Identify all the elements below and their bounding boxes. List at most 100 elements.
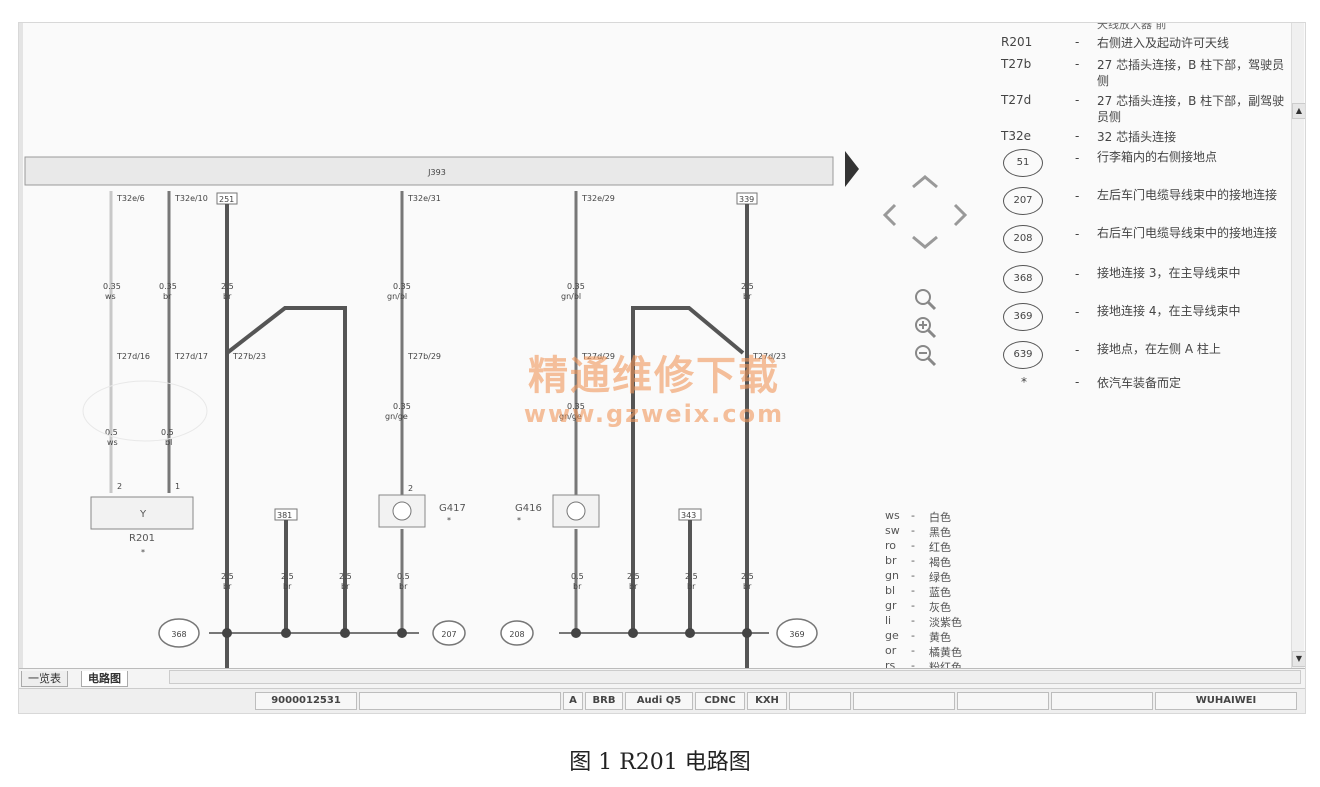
horizontal-scrollbar[interactable] bbox=[169, 670, 1301, 684]
bus-label: J393 bbox=[427, 168, 446, 177]
color-key-row: br-褐色 bbox=[885, 554, 951, 569]
status-doc-number: 9000012531 bbox=[255, 692, 357, 710]
status-empty bbox=[1051, 692, 1153, 710]
svg-text:207: 207 bbox=[441, 630, 456, 639]
legend-cut-top: 天线放大器 前 bbox=[1097, 22, 1167, 31]
tab-circuit-diagram[interactable]: 电路图 bbox=[81, 671, 128, 687]
pan-down-icon[interactable] bbox=[912, 235, 938, 249]
status-empty bbox=[957, 692, 1049, 710]
status-cell: A bbox=[563, 692, 583, 710]
drop-wire-1-size: 2.5 bbox=[281, 572, 294, 581]
wire-6-mid-pin: T27d/23 bbox=[752, 352, 786, 361]
antenna-icon: Y bbox=[139, 509, 147, 520]
tab-overview[interactable]: 一览表 bbox=[21, 671, 68, 687]
status-cell: BRB bbox=[585, 692, 623, 710]
legend-panel: 天线放大器 前 R201 - 右侧进入及起动许可天线 T27b - 27 芯插头… bbox=[1001, 23, 1301, 398]
wire-6-bottom-color: br bbox=[743, 582, 752, 591]
wire-1-bottom-size: 0.5 bbox=[105, 428, 118, 437]
wire-5-mid-color: gn/ge bbox=[559, 412, 582, 421]
wire-4-bottom-color: br bbox=[399, 582, 408, 591]
wire-4-mid-color: gn/ge bbox=[385, 412, 408, 421]
pan-up-icon[interactable] bbox=[912, 175, 938, 189]
wire-5-top-size: 0.35 bbox=[567, 282, 585, 291]
wire-1: T32e/6 0.35 ws T27d/16 0.5 ws 2 bbox=[103, 191, 150, 493]
scroll-right-arrow-icon[interactable] bbox=[845, 151, 859, 187]
wire-4: T32e/31 0.35 gn/bl T27b/29 0.35 gn/ge 0.… bbox=[385, 191, 441, 633]
wire-4-mid-pin: T27b/29 bbox=[407, 352, 441, 361]
wire-6-pin: 339 bbox=[739, 195, 754, 204]
ground-369[interactable]: 369 bbox=[776, 618, 818, 648]
wire-3-top-size: 2.5 bbox=[221, 282, 234, 291]
wire-2-pin: T32e/10 bbox=[174, 194, 208, 203]
color-key-row: li-淡紫色 bbox=[885, 614, 962, 629]
wire-4-pin: T32e/31 bbox=[407, 194, 441, 203]
wire-6-top-color: br bbox=[743, 292, 752, 301]
g417-label: G417 bbox=[439, 503, 466, 514]
wire-5-mid-size: 0.35 bbox=[567, 402, 585, 411]
scroll-down-icon[interactable]: ▼ bbox=[1292, 651, 1305, 667]
zoom-in-icon[interactable] bbox=[915, 317, 937, 339]
wire-3-pin: 251 bbox=[219, 195, 234, 204]
wire-1-top-color: ws bbox=[105, 292, 116, 301]
color-key-row: gn-绿色 bbox=[885, 569, 951, 584]
color-key-row: bl-蓝色 bbox=[885, 584, 951, 599]
wire-4-top-color: gn/bl bbox=[387, 292, 407, 301]
figure-caption: 图 1 R201 电路图 bbox=[569, 750, 751, 775]
sensor-icon bbox=[566, 501, 586, 521]
status-empty bbox=[789, 692, 851, 710]
wire-2-mid-pin: T27d/17 bbox=[174, 352, 208, 361]
wire-5-mid-pin: T27d/29 bbox=[581, 352, 615, 361]
navigation-controls bbox=[881, 173, 971, 373]
drop-wire-1-box: 381 bbox=[277, 511, 292, 520]
color-key-row: ro-红色 bbox=[885, 539, 951, 554]
svg-text:208: 208 bbox=[509, 630, 524, 639]
color-key-row: or-橘黄色 bbox=[885, 644, 962, 659]
loop-wire-left bbox=[225, 306, 347, 633]
viewer-window: J393 T32e/6 0.35 ws T27d/16 0.5 ws 2 T32… bbox=[18, 22, 1306, 714]
color-key-row: rs-粉红色 bbox=[885, 659, 962, 668]
wire-5-top-color: gn/bl bbox=[561, 292, 581, 301]
drop-wire-1-color: br bbox=[283, 582, 292, 591]
wire-1-bottom-pin: 2 bbox=[117, 482, 122, 491]
zoom-fit-icon[interactable] bbox=[915, 289, 937, 311]
wire-2: T32e/10 0.35 br T27d/17 0.5 bl 1 bbox=[159, 191, 208, 493]
wire-2-bottom-pin: 1 bbox=[175, 482, 180, 491]
ground-368[interactable]: 368 bbox=[158, 618, 200, 648]
status-bar: 9000012531 A BRB Audi Q5 CDNC KXH WUHAIW… bbox=[19, 688, 1305, 713]
zoom-out-icon[interactable] bbox=[915, 345, 937, 367]
loop-wire-left-size: 2.5 bbox=[339, 572, 352, 581]
status-empty bbox=[853, 692, 955, 710]
loop-wire-right-size: 2.5 bbox=[627, 572, 640, 581]
ground-208[interactable]: 208 bbox=[500, 620, 534, 646]
wire-2-top-color: br bbox=[163, 292, 172, 301]
wire-5-bottom-size: 0.5 bbox=[571, 572, 584, 581]
drop-wire-1: 381 2.5 br bbox=[274, 508, 298, 633]
pan-right-icon[interactable] bbox=[953, 203, 968, 227]
r201-mark: * bbox=[141, 548, 145, 557]
g416-mark: * bbox=[517, 516, 521, 525]
status-empty bbox=[359, 692, 561, 710]
r201-component-box bbox=[90, 496, 194, 530]
sensor-icon bbox=[392, 501, 412, 521]
wire-4-mid-size: 0.35 bbox=[393, 402, 411, 411]
wire-1-pin: T32e/6 bbox=[116, 194, 145, 203]
wire-5-pin: T32e/29 bbox=[581, 194, 615, 203]
color-key-row: gr-灰色 bbox=[885, 599, 951, 614]
left-border bbox=[19, 23, 23, 673]
wire-6-bottom-size: 2.5 bbox=[741, 572, 754, 581]
wire-1-mid-pin: T27d/16 bbox=[116, 352, 150, 361]
r201-label: R201 bbox=[129, 533, 155, 544]
pan-left-icon[interactable] bbox=[882, 203, 897, 227]
wire-5-bottom-color: br bbox=[573, 582, 582, 591]
scroll-up-icon[interactable]: ▲ bbox=[1292, 103, 1305, 119]
color-key-row: ws-白色 bbox=[885, 509, 951, 524]
vertical-scrollbar[interactable]: ▲ ▼ bbox=[1291, 23, 1305, 668]
drop-wire-2: 343 2.5 br bbox=[678, 508, 702, 633]
wire-5: T32e/29 0.35 gn/bl T27d/29 0.35 gn/ge 0.… bbox=[559, 191, 615, 633]
circuit-diagram-canvas[interactable]: J393 T32e/6 0.35 ws T27d/16 0.5 ws 2 T32… bbox=[19, 23, 889, 668]
status-cell: KXH bbox=[747, 692, 787, 710]
ground-207[interactable]: 207 bbox=[432, 620, 466, 646]
color-key-row: sw-黑色 bbox=[885, 524, 951, 539]
wire-1-top-size: 0.35 bbox=[103, 282, 121, 291]
wire-3-bottom-color: br bbox=[223, 582, 232, 591]
